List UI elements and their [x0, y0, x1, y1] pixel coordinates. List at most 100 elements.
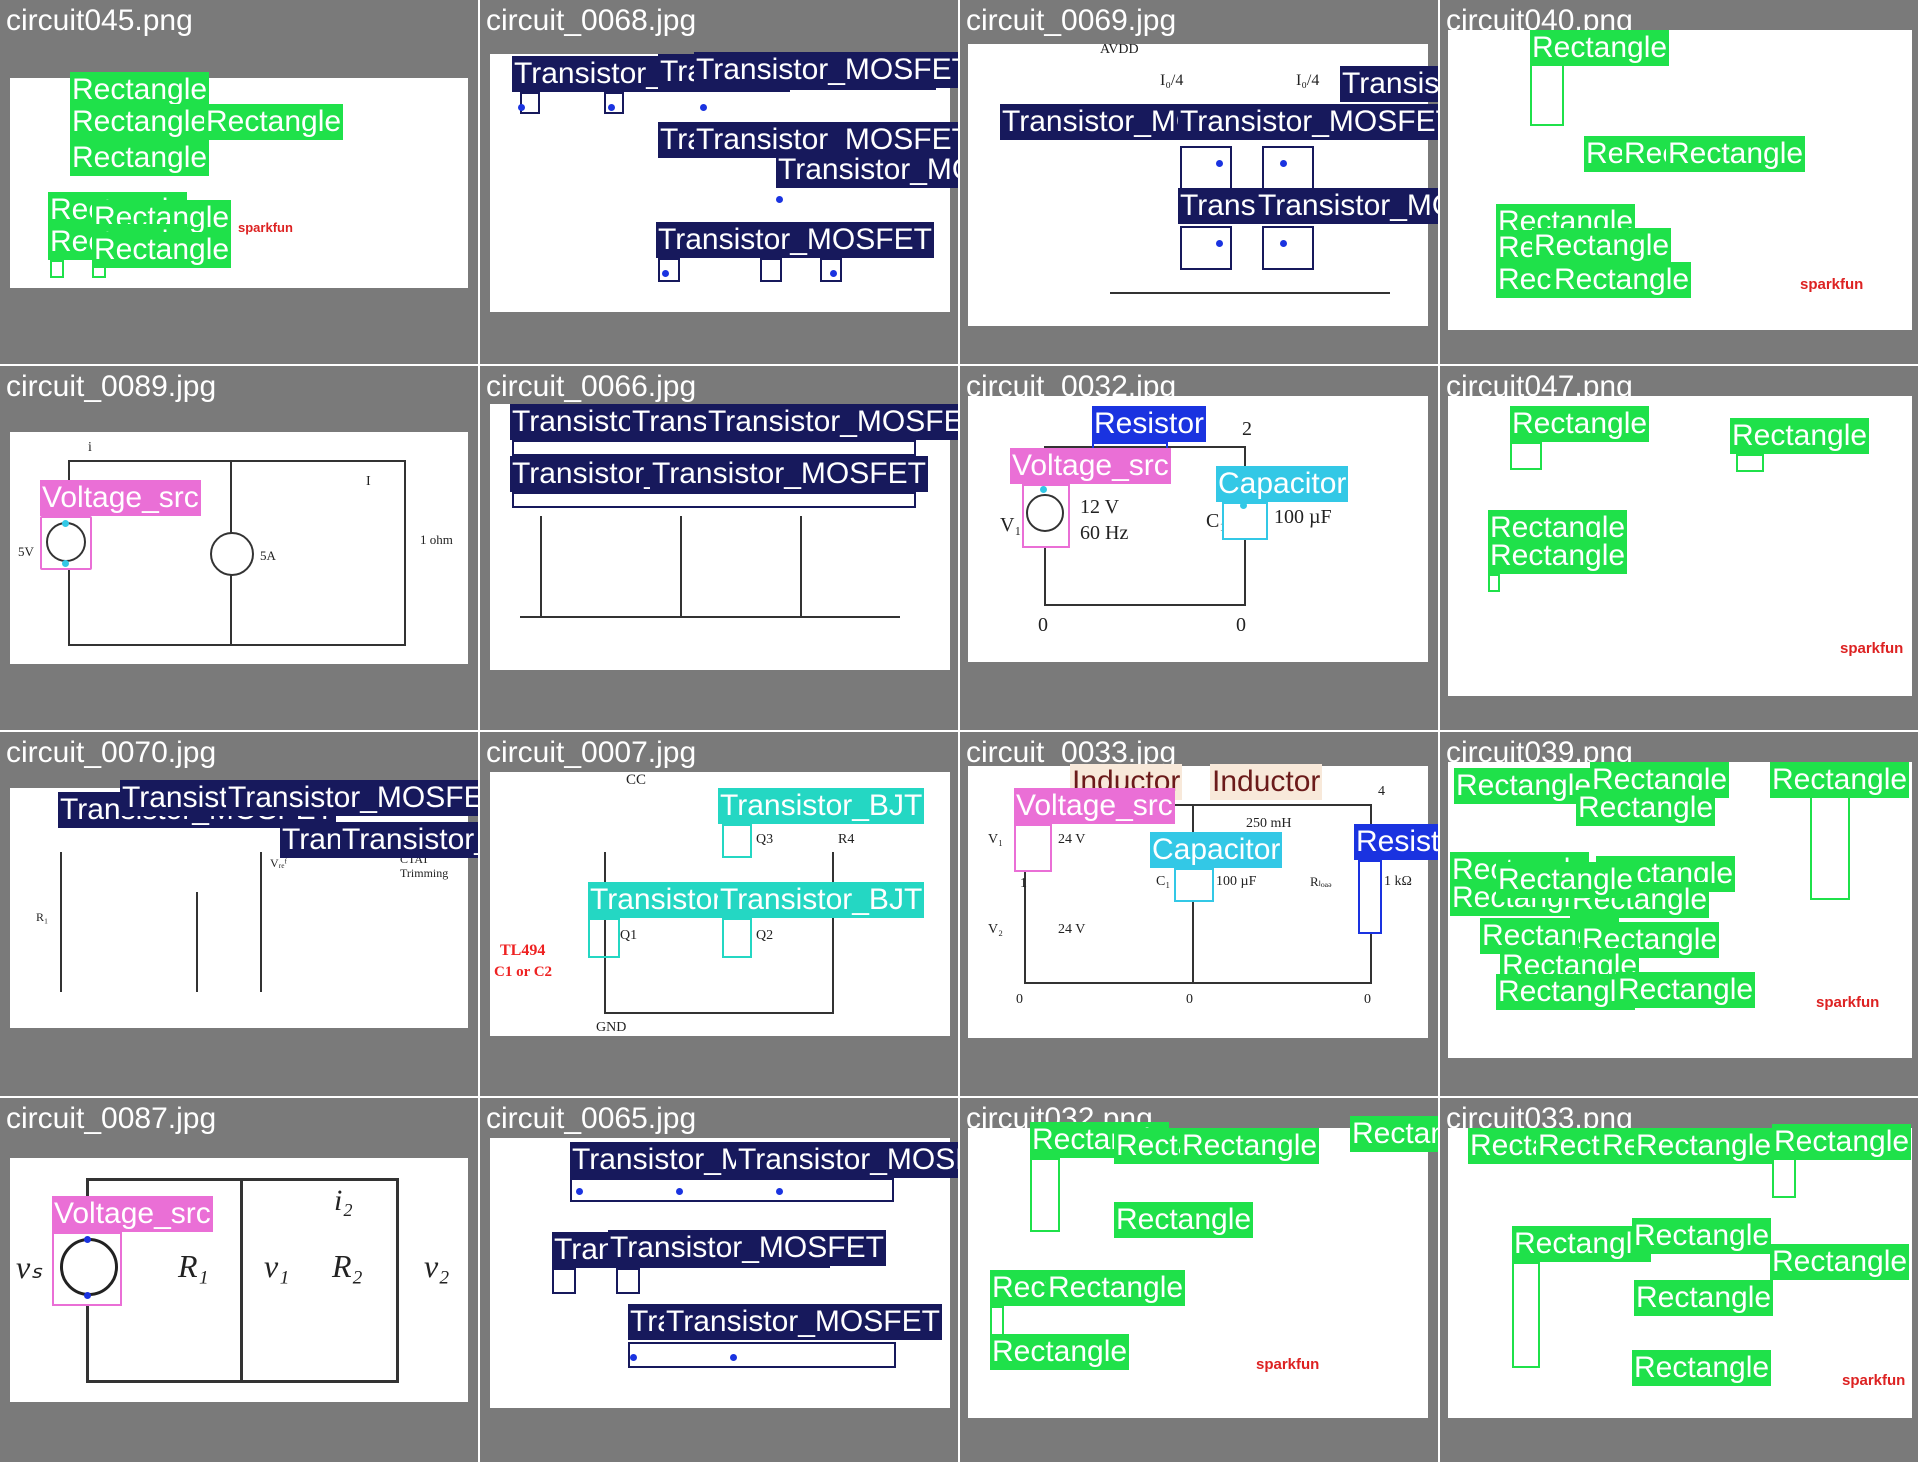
- keypoint: [1240, 502, 1247, 509]
- label-rectangle: Rectangle: [1730, 418, 1870, 454]
- schematic-image: [490, 1138, 950, 1408]
- sparkfun-logo: sparkfun: [1800, 276, 1864, 293]
- node-label: 2: [1242, 418, 1252, 440]
- current-label: I: [366, 474, 371, 489]
- source-voltage: 24 V: [1058, 832, 1086, 847]
- tile-circuit045[interactable]: circuit045.png Rectangle Rectangle Recta…: [0, 0, 480, 366]
- current-label: I₀/4: [1160, 72, 1184, 89]
- label-transistor-bjt: Transistor_BJT: [718, 788, 925, 824]
- schematic-wire: [832, 852, 834, 1012]
- tile-filename: circuit_0087.jpg: [6, 1102, 217, 1135]
- source-frequency: 60 Hz: [1080, 522, 1129, 544]
- label-rectangle: Rectangle: [1772, 1124, 1912, 1160]
- schematic-wire: [60, 852, 62, 992]
- schematic-wire: [680, 516, 682, 616]
- label-voltage-src: Voltage_src: [1014, 788, 1175, 824]
- tile-filename: circuit_0033.jpg: [966, 736, 1177, 769]
- tile-circuit040[interactable]: circuit040.png Rectangle Rectangle Recta…: [1440, 0, 1920, 366]
- keypoint: [1280, 160, 1287, 167]
- bbox-transistor-mosfet: [1262, 226, 1314, 270]
- tile-circuit-0065[interactable]: circuit_0065.jpg Transistor_MOSFET Trans…: [480, 1098, 960, 1464]
- tile-circuit-0007[interactable]: circuit_0007.jpg CC Transistor_BJT Trans…: [480, 732, 960, 1098]
- tile-circuit033[interactable]: circuit033.png Rectangle Rectangle Recta…: [1440, 1098, 1920, 1464]
- label-transistor-mosfet: Transistor_MOSFET: [1256, 188, 1438, 224]
- bbox-transistor-bjt: [588, 918, 620, 958]
- schematic-wire: [1024, 804, 1370, 806]
- keypoint: [1040, 486, 1047, 493]
- bbox-resistor: [1358, 860, 1382, 934]
- label-inductor: Inductor: [1210, 764, 1323, 800]
- bbox-transistor-mosfet: [1180, 146, 1232, 190]
- sparkfun-logo: sparkfun: [238, 220, 293, 235]
- voltage-label: v₁: [264, 1248, 290, 1284]
- label-transistor-mosfet: Transistor_MOSFET: [1340, 66, 1438, 102]
- c1-c2-label: C1 or C2: [494, 964, 553, 980]
- bbox-rectangle: [1772, 1158, 1796, 1198]
- avdd-label: AVDD: [1100, 42, 1139, 57]
- trimming-label: Trimming: [400, 866, 449, 880]
- tile-circuit-0089[interactable]: circuit_0089.jpg i 5V 5A I 1 ohm Voltage…: [0, 366, 480, 732]
- tile-circuit-0069[interactable]: circuit_0069.jpg AVDD I₀/4 I₀/4 Transist…: [960, 0, 1440, 366]
- label-rectangle: Rectangle: [1180, 1128, 1320, 1164]
- capacitor-name: C₁: [1206, 510, 1227, 532]
- label-rectangle: Rectangle: [1530, 30, 1670, 66]
- label-capacitor: Capacitor: [1216, 466, 1349, 502]
- keypoint: [830, 270, 837, 277]
- node-label: 0: [1364, 992, 1371, 1007]
- tile-circuit-0070[interactable]: circuit_0070.jpg Transistor_MOSFET Trans…: [0, 732, 480, 1098]
- label-rectangle: Rectangle: [92, 232, 232, 268]
- label-transistor-mosfet: Transistor_MOSFET: [776, 152, 958, 188]
- voltage-source-symbol: [60, 1238, 118, 1296]
- tile-filename: circuit_0089.jpg: [6, 370, 217, 403]
- resistor-value: 1 kΩ: [1384, 874, 1412, 889]
- tile-circuit-0068[interactable]: circuit_0068.jpg Transistor_MOSFET Trans…: [480, 0, 960, 366]
- label-rectangle: Rectangle: [1616, 972, 1756, 1008]
- tile-circuit-0066[interactable]: circuit_0066.jpg Transistor_MOSFET Trans…: [480, 366, 960, 732]
- gnd-label: GND: [596, 1020, 627, 1035]
- tile-circuit032[interactable]: circuit032.png Rectangle Rectangle Recta…: [960, 1098, 1440, 1464]
- label-transistor-mosfet: Transistor_MOSFET: [1178, 104, 1438, 140]
- tile-circuit-0033[interactable]: circuit_0033.jpg Inductor Inductor 250 m…: [960, 732, 1440, 1098]
- label-rectangle: Rectangle: [70, 72, 210, 108]
- label-rectangle: Rectangle: [990, 1334, 1130, 1370]
- node-label: 0: [1186, 992, 1193, 1007]
- keypoint: [62, 560, 69, 567]
- resistor-name: R₁: [178, 1248, 209, 1284]
- schematic-wire: [604, 1012, 834, 1014]
- tile-filename: circuit045.png: [6, 4, 193, 37]
- tile-circuit-0087[interactable]: circuit_0087.jpg Voltage_src vₛ R₁ v₁ R₂…: [0, 1098, 480, 1464]
- schematic-wire: [1044, 446, 1244, 448]
- tile-circuit039[interactable]: circuit039.png Rectangle Rectangle Recta…: [1440, 732, 1920, 1098]
- bbox-transistor-mosfet: [520, 92, 540, 114]
- label-rectangle: Rectangle: [1114, 1202, 1254, 1238]
- bbox-transistor-mosfet: [628, 1342, 896, 1368]
- tile-circuit-0032[interactable]: circuit_0032.jpg 2 0 0 V₁ 12 V 60 Hz C₁ …: [960, 366, 1440, 732]
- schematic-wire: [196, 892, 198, 992]
- tile-filename: circuit_0069.jpg: [966, 4, 1177, 37]
- voltage-label: v₂: [424, 1248, 450, 1284]
- keypoint: [84, 1292, 91, 1299]
- bbox-rectangle: [1810, 796, 1850, 900]
- label-rectangle: Rectangle: [1634, 1280, 1774, 1316]
- bbox-rectangle: [1736, 454, 1764, 472]
- source-name: vₛ: [16, 1249, 43, 1285]
- bbox-transistor-mosfet: [1180, 226, 1232, 270]
- node-label: 0: [1236, 614, 1246, 636]
- label-rectangle: Rectangle: [1454, 768, 1594, 804]
- bbox-transistor-bjt: [722, 918, 752, 958]
- source-name: V₁: [988, 832, 1003, 847]
- tile-filename: circuit_0032.jpg: [966, 370, 1177, 403]
- tile-filename: circuit_0066.jpg: [486, 370, 697, 403]
- bbox-transistor-mosfet: [1262, 146, 1314, 190]
- label-rectangle: Rectangle: [1350, 1116, 1438, 1152]
- label-voltage-src: Voltage_src: [40, 480, 201, 516]
- tile-circuit047[interactable]: circuit047.png Rectangle Rectangle Recta…: [1440, 366, 1920, 732]
- keypoint: [730, 1354, 737, 1361]
- label-voltage-src: Voltage_src: [1010, 448, 1171, 484]
- tile-filename: circuit_0065.jpg: [486, 1102, 697, 1135]
- label-capacitor: Capacitor: [1150, 832, 1283, 868]
- schematic-wire: [260, 852, 262, 992]
- current-label: i: [88, 440, 92, 455]
- keypoint: [676, 1188, 683, 1195]
